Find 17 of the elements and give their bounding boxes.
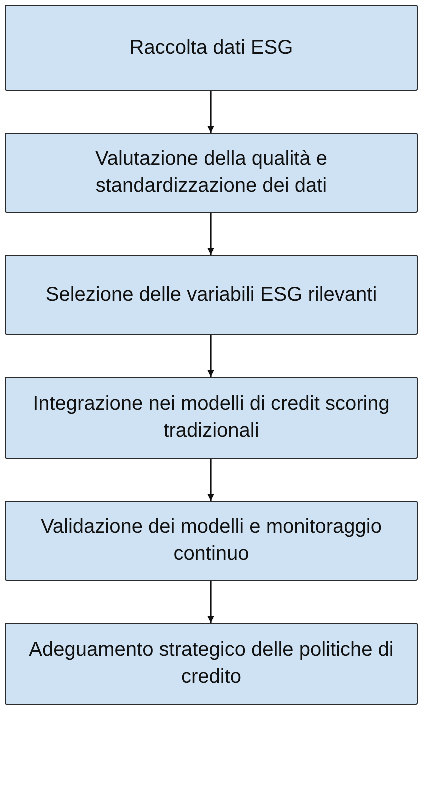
arrow (207, 91, 215, 133)
arrow (207, 459, 215, 501)
arrow (207, 335, 215, 377)
step-text: Valutazione della qualità e standardizzazione dei dati (94, 147, 329, 199)
step-text: Raccolta dati ESG (130, 36, 294, 60)
process-box (5, 501, 418, 581)
step-text: Integrazione nei modelli di credit scoring tradizionali (32, 392, 391, 444)
step-text: Validazione dei modelli e monitoraggio continuo (40, 515, 383, 567)
arrow (207, 581, 215, 623)
step-text: Selezione delle variabili ESG rilevanti (46, 282, 378, 308)
process-box (5, 623, 418, 705)
arrow (207, 213, 215, 255)
step-text: Adeguamento strategico delle politiche di credito (28, 638, 395, 690)
process-box (5, 377, 418, 459)
process-box (5, 5, 418, 91)
process-box (5, 255, 418, 335)
process-box (5, 133, 418, 213)
